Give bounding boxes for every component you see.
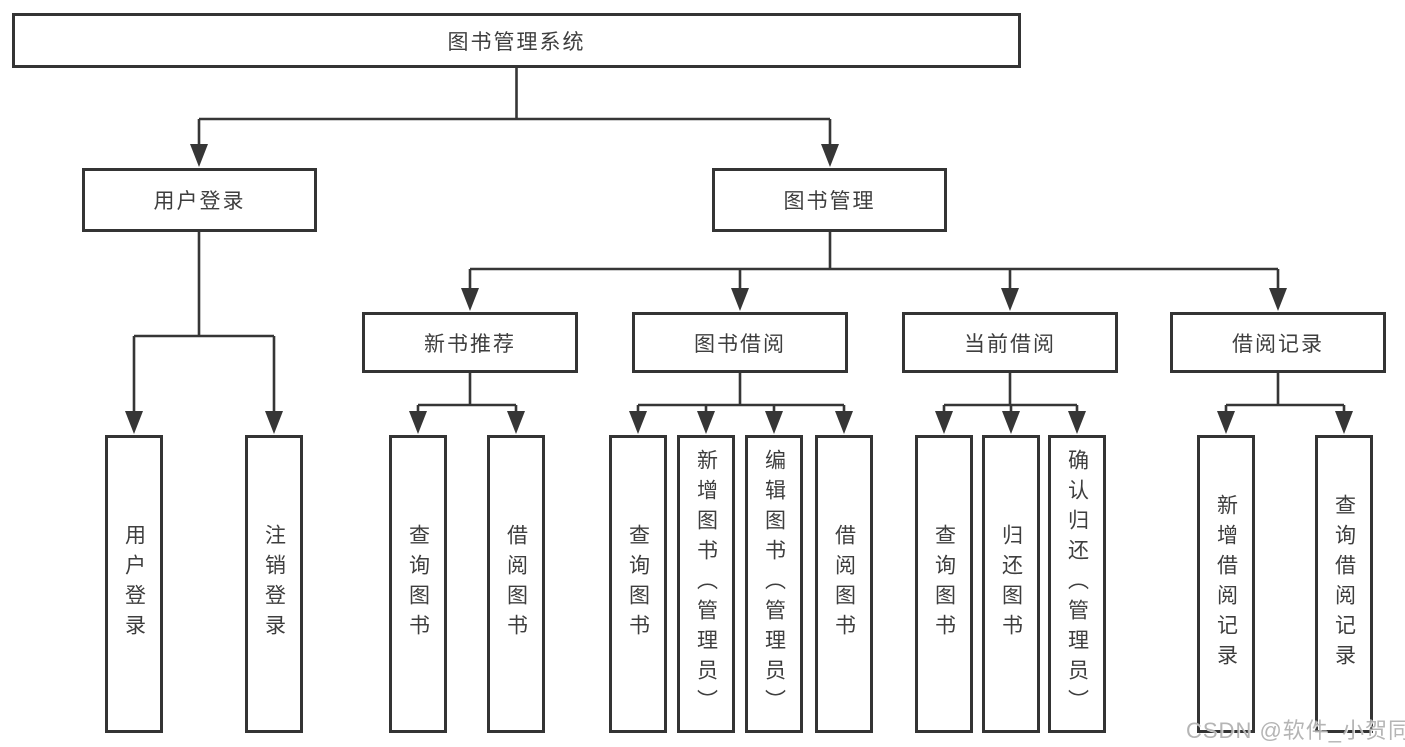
node-user-login: 用户登录: [82, 168, 317, 232]
leaf-query-borrow-record: 查询借阅记录: [1315, 435, 1373, 733]
arrowhead-icons: [125, 144, 1353, 434]
leaf-add-borrow-record: 新增借阅记录: [1197, 435, 1255, 733]
leaf-confirm-return-admin: 确认归还（管理员）: [1048, 435, 1106, 733]
leaf-query-books-borrow: 查询图书: [609, 435, 667, 733]
leaf-edit-books-admin: 编辑图书（管理员）: [745, 435, 803, 733]
leaf-borrow-books-recommend: 借阅图书: [487, 435, 545, 733]
node-current-borrow: 当前借阅: [902, 312, 1118, 373]
leaf-query-books-current: 查询图书: [915, 435, 973, 733]
node-borrow-records: 借阅记录: [1170, 312, 1386, 373]
csdn-watermark: CSDN @软件_小贺同学: [1186, 718, 1405, 743]
leaf-add-books-admin: 新增图书（管理员）: [677, 435, 735, 733]
leaf-borrow-books: 借阅图书: [815, 435, 873, 733]
node-new-book-recommend: 新书推荐: [362, 312, 578, 373]
leaf-return-books: 归还图书: [982, 435, 1040, 733]
leaf-logout: 注销登录: [245, 435, 303, 733]
node-root-library-system: 图书管理系统: [12, 13, 1021, 68]
leaf-user-login: 用户登录: [105, 435, 163, 733]
leaf-query-books-recommend: 查询图书: [389, 435, 447, 733]
node-book-borrow: 图书借阅: [632, 312, 848, 373]
node-book-management: 图书管理: [712, 168, 947, 232]
